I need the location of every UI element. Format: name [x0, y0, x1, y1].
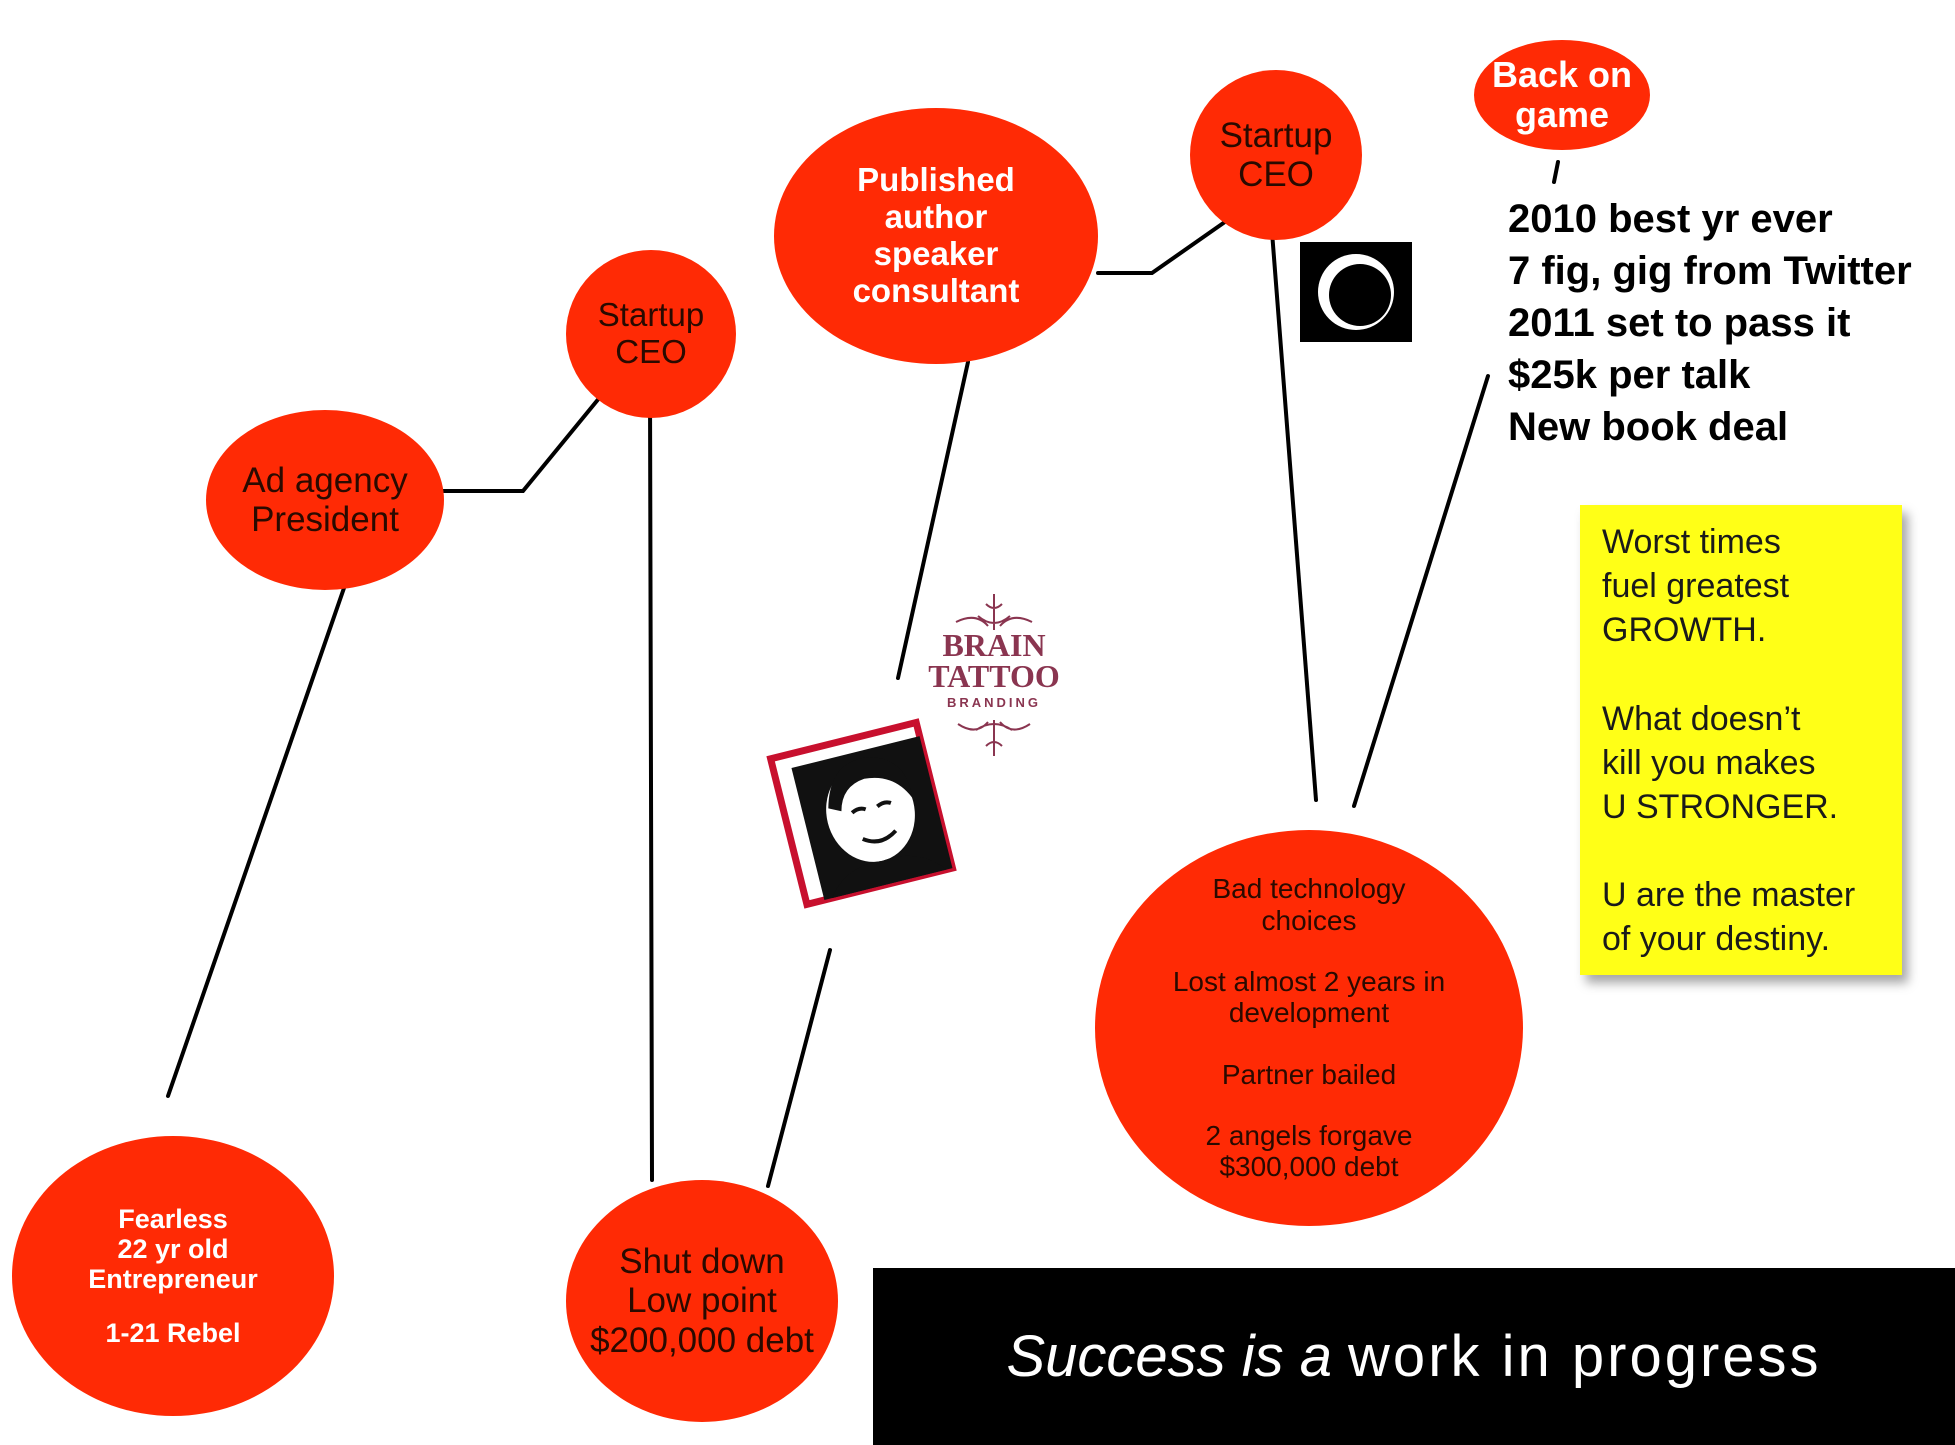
connector-line	[648, 388, 654, 1182]
node-text: CEO	[615, 333, 687, 370]
node-text: consultant	[852, 271, 1020, 309]
milestone-node-back-on-game: Back on game	[1474, 40, 1650, 150]
milestone-node-startup-ceo-2: Startup CEO	[1190, 70, 1362, 240]
milestone-node-shut-down: Shut down Low point $200,000 debt	[566, 1180, 838, 1422]
note-line: kill you makes	[1602, 743, 1816, 782]
note-line: fuel greatest	[1602, 567, 1790, 606]
node-text: choices	[1261, 904, 1357, 936]
brain-logo-text: TATTOO	[928, 658, 1060, 694]
milestone-node-ad-agency: Ad agency President	[206, 410, 444, 590]
note-line: of your destiny.	[1602, 920, 1831, 959]
note-line: U are the master	[1602, 876, 1856, 915]
note-line: Worst times	[1602, 523, 1781, 561]
node-text: Entrepreneur	[88, 1264, 258, 1294]
node-text: Back on	[1491, 53, 1633, 95]
brain-logo-text: BRANDING	[947, 695, 1041, 710]
banner-normal-text: work in progress	[1348, 1324, 1822, 1389]
tagline-banner: Success is a work in progress	[873, 1268, 1955, 1445]
connector-line	[1352, 374, 1490, 808]
achievement-item: 2010 best yr ever	[1508, 197, 1833, 241]
banner-italic-text: Success is a	[1006, 1324, 1333, 1389]
node-text: Ad agency	[242, 460, 408, 500]
node-text: $300,000 debt	[1219, 1151, 1399, 1183]
node-text: Lost almost 2 years in	[1172, 965, 1446, 997]
connector-line	[766, 948, 832, 1188]
milestone-node-published-author: Published author speaker consultant	[774, 108, 1098, 364]
milestone-node-startup-ceo-1: Startup CEO	[566, 250, 736, 418]
achievement-item: $25k per talk	[1508, 353, 1751, 397]
connector-line	[1096, 201, 1254, 275]
q-logo-icon	[1300, 242, 1412, 342]
milestone-node-entrepreneur: Fearless 22 yr old Entrepreneur 1-21 Reb…	[12, 1136, 334, 1416]
connector-line	[438, 378, 616, 493]
node-text: Shut down	[619, 1242, 785, 1282]
node-text: Startup	[1219, 115, 1333, 155]
node-text: author	[884, 198, 988, 236]
note-line: U STRONGER.	[1602, 787, 1839, 826]
achievement-item: 2011 set to pass it	[1508, 301, 1851, 345]
node-text: CEO	[1238, 155, 1314, 194]
milestone-node-bad-technology: Bad technology choices Lost almost 2 yea…	[1095, 830, 1523, 1226]
node-text: Low point	[627, 1281, 777, 1321]
node-text: Bad technology	[1212, 873, 1406, 905]
note-line: GROWTH.	[1602, 611, 1767, 650]
achievements-list: 2010 best yr ever 7 fig, gig from Twitte…	[1508, 193, 1912, 453]
node-text: Fearless	[118, 1203, 228, 1234]
brain-tattoo-logo: BRAIN TATTOO BRANDING	[916, 590, 1072, 760]
node-text: Partner bailed	[1221, 1058, 1397, 1090]
node-text: 22 yr old	[117, 1233, 229, 1264]
node-text: Published	[857, 161, 1015, 199]
node-text: Startup	[597, 296, 705, 334]
node-text: President	[251, 500, 399, 539]
node-text: speaker	[873, 235, 999, 272]
brain-logo-text: BRAIN	[942, 627, 1045, 663]
node-text: 2 angels forgave	[1205, 1120, 1413, 1152]
portrait-icon	[752, 712, 958, 912]
node-text: $200,000 debt	[590, 1320, 814, 1360]
connector-line	[1268, 204, 1318, 802]
achievement-item: New book deal	[1508, 405, 1789, 449]
achievement-item: 7 fig, gig from Twitter	[1508, 249, 1912, 293]
note-line: What doesn’t	[1602, 699, 1801, 738]
node-text: game	[1514, 94, 1610, 135]
node-text: 1-21 Rebel	[105, 1318, 241, 1349]
connector-line	[166, 586, 346, 1098]
sticky-note: Worst times fuel greatest GROWTH. What d…	[1580, 505, 1902, 975]
node-text: development	[1228, 997, 1390, 1029]
connector-line	[1552, 160, 1560, 184]
connector-line	[896, 360, 970, 680]
